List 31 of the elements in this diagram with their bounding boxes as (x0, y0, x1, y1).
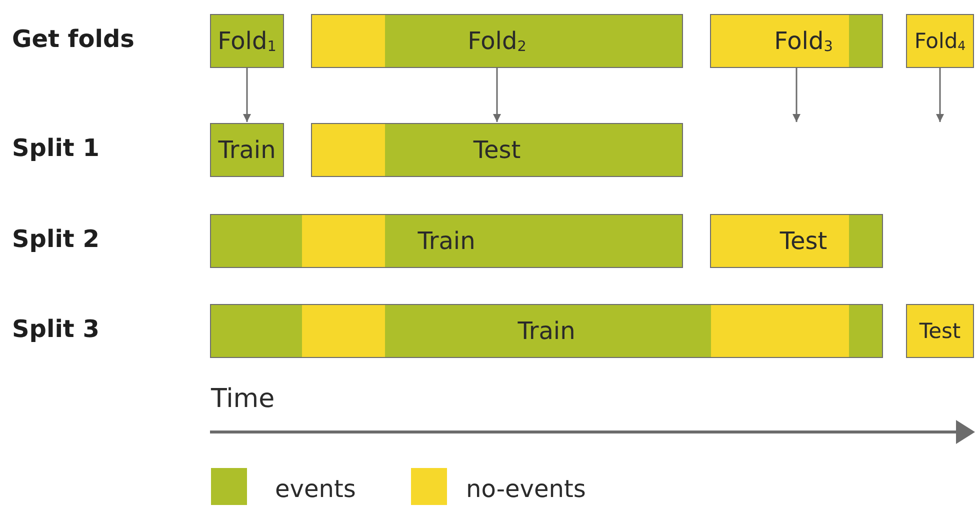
row-label: Split 1 (12, 134, 100, 162)
bar-label: Fold$_{3}$ (773, 26, 833, 56)
legend-label: no-events (466, 475, 586, 503)
arrow (493, 68, 501, 122)
row-label: Get folds (12, 25, 134, 53)
fold-bar (311, 14, 683, 68)
bar-label: Fold$_{2}$ (468, 26, 526, 56)
fold-bar (210, 214, 683, 268)
bar-label: Train (518, 317, 576, 345)
bar-label: Test (919, 319, 961, 343)
fold-bar (906, 14, 974, 68)
bar-label: Train (418, 227, 476, 255)
row-label: Split 3 (12, 315, 100, 343)
fold-bar (710, 14, 883, 68)
fold-bar (710, 214, 883, 268)
bar-label: Fold$_{1}$ (218, 26, 276, 56)
row-label: Split 2 (12, 225, 100, 253)
bar-label: Test (473, 136, 521, 164)
arrow (936, 68, 944, 122)
bar-label: Train (218, 136, 276, 164)
fold-bar (311, 123, 683, 177)
arrow (243, 68, 251, 122)
bar-label: Fold$_{4}$ (914, 29, 966, 53)
axis-label: Time (211, 384, 275, 414)
fold-bar (906, 304, 974, 358)
fold-bar (210, 123, 284, 177)
legend-label: events (275, 475, 356, 503)
fold-bar (210, 14, 284, 68)
arrow (792, 68, 800, 122)
fold-bar (210, 304, 883, 358)
bar-label: Test (778, 227, 828, 255)
